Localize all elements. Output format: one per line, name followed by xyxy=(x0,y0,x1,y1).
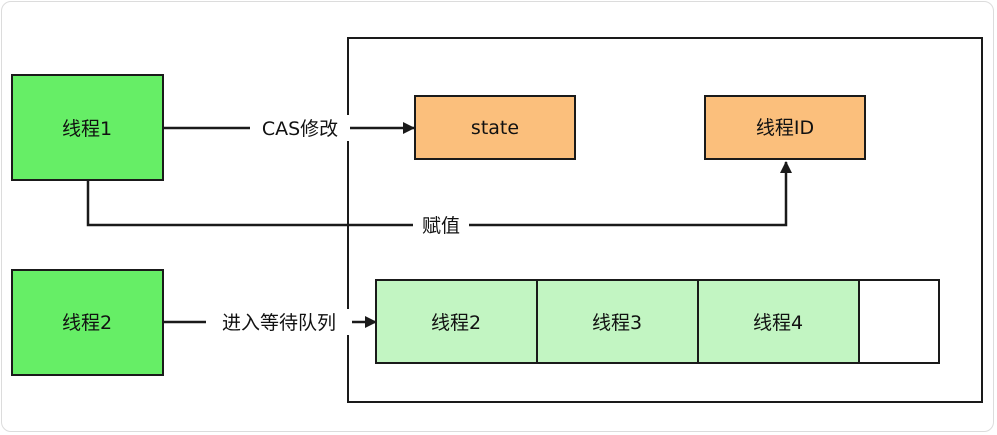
queue-cell-empty xyxy=(858,279,940,364)
enter-queue-label-bg xyxy=(206,309,352,335)
cas-modify-label-bg xyxy=(250,115,350,141)
thread1-label: 线程1 xyxy=(62,118,112,140)
queue-cell-1 xyxy=(375,279,538,364)
thread1-box xyxy=(11,74,164,181)
thread2-label: 线程2 xyxy=(62,312,112,334)
state-box xyxy=(414,95,576,160)
thread2-box xyxy=(11,269,164,376)
cas-modify-label: CAS修改 xyxy=(262,118,338,140)
queue-cell-2-label: 线程3 xyxy=(592,312,642,334)
assign-label-bg xyxy=(413,212,469,238)
queue-cell-1-label: 线程2 xyxy=(431,312,481,334)
queue-cell-3-label: 线程4 xyxy=(753,312,803,334)
enter-queue-label: 进入等待队列 xyxy=(222,312,336,334)
thread-id-label: 线程ID xyxy=(756,117,814,139)
queue-cell-3 xyxy=(697,279,860,364)
assign-label: 赋值 xyxy=(422,215,460,237)
thread-id-box xyxy=(704,95,866,160)
state-label: state xyxy=(471,117,519,139)
wait-queue: 线程2 线程3 线程4 xyxy=(375,279,940,364)
